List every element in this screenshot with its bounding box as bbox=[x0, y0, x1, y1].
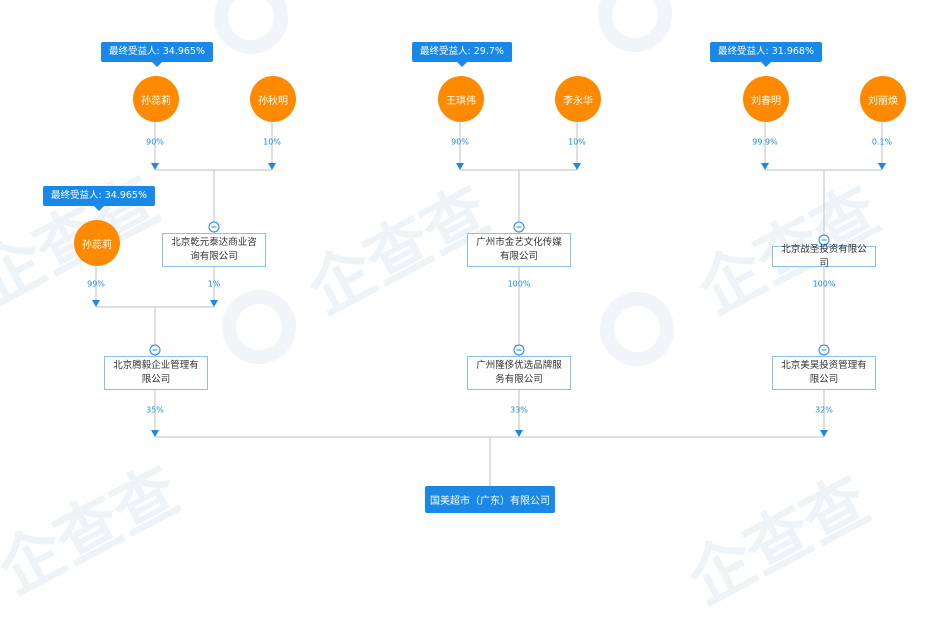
arrow-icon bbox=[761, 163, 769, 170]
company-node[interactable]: 广州市金艺文化传媒有限公司 bbox=[467, 233, 571, 267]
person-node[interactable]: 刘丽焕 bbox=[860, 76, 906, 122]
company-node[interactable]: 北京战圣投资有限公司 bbox=[772, 244, 876, 269]
collapse-icon[interactable] bbox=[513, 221, 525, 233]
share-percent: 99% bbox=[87, 279, 105, 289]
beneficiary-badge: 最终受益人: 34.965% bbox=[101, 42, 213, 67]
collapse-icon[interactable] bbox=[818, 344, 830, 356]
share-percent: 1% bbox=[207, 279, 221, 289]
person-node[interactable]: 孙秋明 bbox=[250, 76, 296, 122]
share-percent: 33% bbox=[510, 405, 528, 415]
arrow-icon bbox=[92, 300, 100, 307]
arrow-icon bbox=[878, 163, 886, 170]
beneficiary-badge: 最终受益人: 34.965% bbox=[43, 186, 155, 211]
share-percent: 90% bbox=[451, 137, 469, 147]
company-node[interactable]: 广州隆侈优选品牌服务有限公司 bbox=[467, 356, 571, 390]
collapse-icon[interactable] bbox=[818, 234, 830, 246]
arrow-icon bbox=[456, 163, 464, 170]
company-node[interactable]: 北京腾毅企业管理有限公司 bbox=[104, 356, 208, 390]
person-node[interactable]: 李永华 bbox=[555, 76, 601, 122]
share-percent: 90% bbox=[146, 137, 164, 147]
person-node[interactable]: 刘春明 bbox=[743, 76, 789, 122]
arrow-icon bbox=[210, 300, 218, 307]
arrow-icon bbox=[820, 430, 828, 437]
share-percent: 100% bbox=[507, 279, 531, 289]
share-percent: 100% bbox=[812, 279, 836, 289]
target-company-node[interactable]: 国美超市（广东）有限公司 bbox=[425, 486, 555, 513]
person-node[interactable]: 孙蕊莉 bbox=[74, 220, 120, 266]
person-node[interactable]: 孙蕊莉 bbox=[133, 76, 179, 122]
person-node[interactable]: 王琪伟 bbox=[438, 76, 484, 122]
share-percent: 10% bbox=[568, 137, 586, 147]
connector-lines bbox=[95, 122, 883, 486]
share-percent: 99.9% bbox=[752, 137, 778, 147]
arrow-icon bbox=[151, 430, 159, 437]
beneficiary-badge: 最终受益人: 31.968% bbox=[710, 42, 822, 67]
company-node[interactable]: 北京乾元泰达商业咨询有限公司 bbox=[162, 233, 266, 267]
beneficiary-badge: 最终受益人: 29.7% bbox=[412, 42, 512, 67]
arrow-icon bbox=[515, 430, 523, 437]
arrow-icon bbox=[151, 163, 159, 170]
share-percent: 32% bbox=[815, 405, 833, 415]
collapse-icon[interactable] bbox=[149, 344, 161, 356]
share-percent: 35% bbox=[146, 405, 164, 415]
collapse-icon[interactable] bbox=[208, 221, 220, 233]
share-percent: 10% bbox=[263, 137, 281, 147]
company-node[interactable]: 北京美昊投资管理有限公司 bbox=[772, 356, 876, 390]
collapse-icon[interactable] bbox=[513, 344, 525, 356]
arrow-icon bbox=[573, 163, 581, 170]
share-percent: 0.1% bbox=[871, 137, 893, 147]
arrow-icon bbox=[268, 163, 276, 170]
